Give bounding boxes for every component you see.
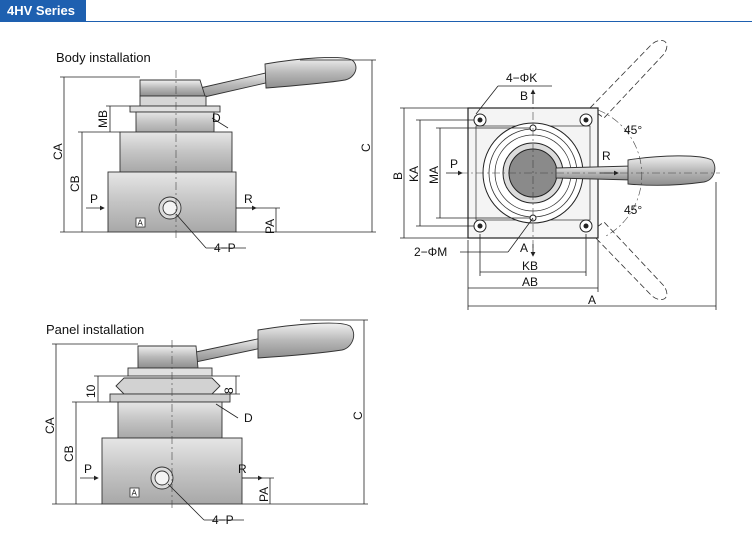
panel-dim-pa: PA: [257, 487, 271, 502]
panel-dim-10: 10: [84, 384, 98, 398]
section-title-body: Body installation: [56, 50, 151, 65]
dim-ca: CA: [51, 143, 65, 160]
dim-mb: MB: [96, 110, 110, 128]
panel-dim-4p: 4−P: [212, 513, 234, 527]
top-handle: [627, 155, 716, 186]
series-title: 4HV Series: [7, 3, 75, 18]
panel-dim-cb: CB: [62, 445, 76, 462]
dim-c: C: [359, 143, 373, 152]
title-bar: 4HV Series: [0, 0, 752, 22]
panel-dim-d: D: [244, 411, 253, 425]
dim-pa: PA: [263, 219, 277, 234]
panel-dim-ca: CA: [43, 417, 57, 434]
port-mark: A: [138, 219, 144, 228]
dim-kb: KB: [522, 259, 538, 273]
dim-cb: CB: [68, 175, 82, 192]
title-tab: [0, 0, 86, 22]
title-underline: [0, 21, 752, 22]
panel-plate: [109, 393, 231, 403]
panel-port-r: R: [238, 462, 247, 476]
panel-nut: [115, 377, 221, 395]
panel-dim-8: 8: [222, 387, 236, 394]
lever-handle: [139, 57, 357, 107]
panel-port-mark: A: [132, 489, 138, 498]
angle-45-bottom: 45°: [624, 203, 642, 217]
dim-4-phi-k: 4−ΦK: [506, 71, 537, 85]
port-r-top: R: [602, 149, 611, 163]
port-a-bottom: A: [520, 241, 528, 255]
dim-2-phi-m: 2−ΦM: [414, 245, 447, 259]
angle-45-top: 45°: [624, 123, 642, 137]
top-view: 4−ΦK B B KA MA P R 45° 45° A 2−ΦM KB AB …: [391, 40, 720, 310]
panel-installation-view: Panel installation A CA CB: [43, 319, 368, 527]
handle-ghost-top: [589, 40, 668, 119]
dim-4p: 4−P: [214, 241, 236, 255]
panel-dim-c: C: [351, 411, 365, 420]
dim-ka: KA: [407, 166, 421, 182]
neck-block: [135, 111, 215, 133]
port-mark-box: [135, 217, 146, 228]
port-b-top: B: [520, 89, 528, 103]
dim-ma: MA: [427, 166, 441, 184]
panel-lever-handle: [137, 322, 355, 369]
panel-port-p: P: [84, 462, 92, 476]
body-installation-view: Body installation A: [51, 50, 376, 255]
stem-collar: [129, 105, 221, 113]
panel-upper-body: [117, 401, 223, 439]
handle-ghost-bottom: [589, 221, 668, 300]
dim-ab: AB: [522, 275, 538, 289]
dim-d: D: [212, 111, 221, 125]
port-p: P: [90, 192, 98, 206]
section-title-panel: Panel installation: [46, 322, 144, 337]
dim-a: A: [588, 293, 596, 307]
port-r: R: [244, 192, 253, 206]
port-p-top: P: [450, 157, 458, 171]
dim-b: B: [391, 172, 405, 180]
